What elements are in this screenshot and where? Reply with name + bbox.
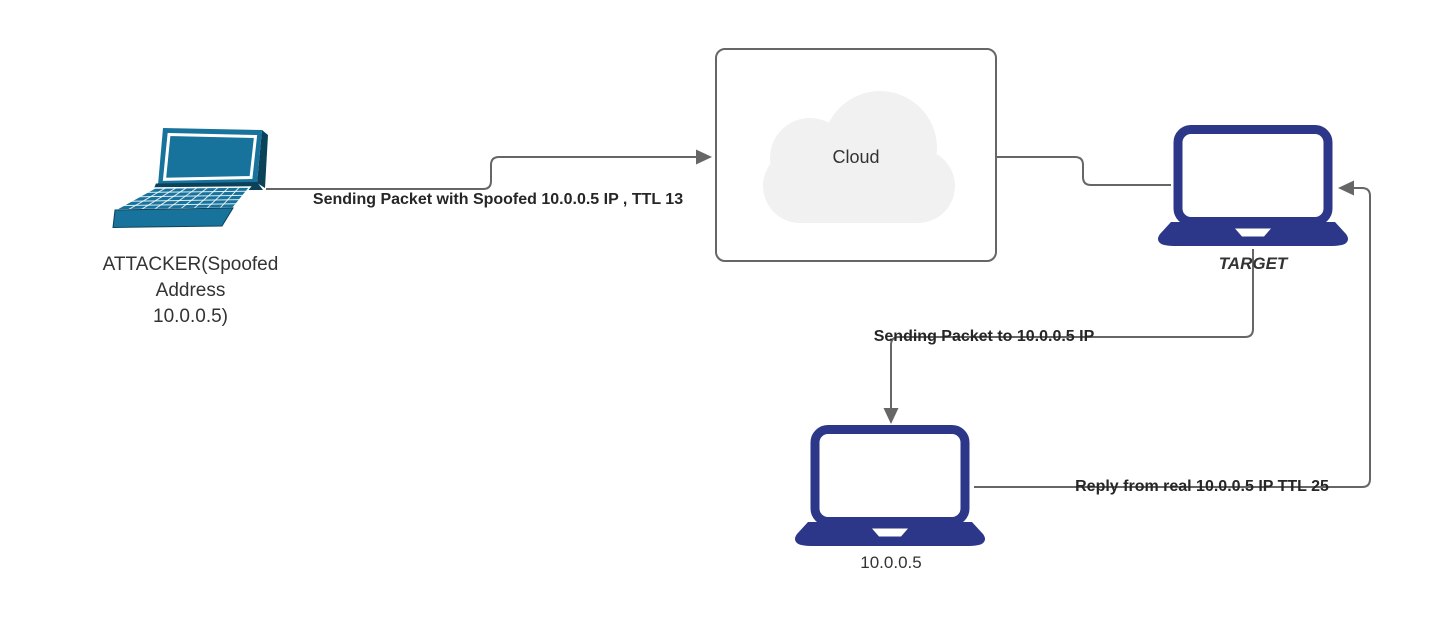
- attacker-label-line-2: Address: [155, 280, 226, 301]
- arrowhead-into-target-icon: [1338, 180, 1354, 196]
- edge-attacker-to-cloud: [266, 156, 696, 190]
- real-host-label: 10.0.0.5: [860, 553, 922, 572]
- edge-label-real-host-to-target: Reply from real 10.0.0.5 IP TTL 25: [1075, 478, 1329, 495]
- edge-label-target-to-real-host: Sending Packet to 10.0.0.5 IP: [873, 328, 1095, 345]
- attacker-label-line-1: ATTACKER(Spoofed: [102, 254, 279, 275]
- edge-cloud-to-target: [997, 156, 1171, 186]
- cloud-label: Cloud: [832, 147, 880, 167]
- cloud-icon: [763, 91, 955, 223]
- edge-target-to-real-host: [890, 249, 1254, 408]
- arrowhead-into-real-host-icon: [883, 408, 899, 424]
- target-laptop-icon: [1158, 125, 1348, 246]
- real-host-laptop-icon: [795, 425, 985, 546]
- edge-label-attacker-to-cloud: Sending Packet with Spoofed 10.0.0.5 IP …: [312, 191, 684, 208]
- arrowhead-into-cloud-icon: [696, 149, 712, 165]
- attacker-laptop-perspective-icon: [112, 128, 268, 229]
- edge-real-host-to-target: [974, 187, 1371, 488]
- attacker-label-line-3: 10.0.0.5): [153, 306, 228, 327]
- target-label: TARGET: [1218, 254, 1288, 273]
- cloud-box: Cloud: [715, 48, 997, 262]
- attacker-label: ATTACKER(Spoofed Address 10.0.0.5): [88, 252, 293, 330]
